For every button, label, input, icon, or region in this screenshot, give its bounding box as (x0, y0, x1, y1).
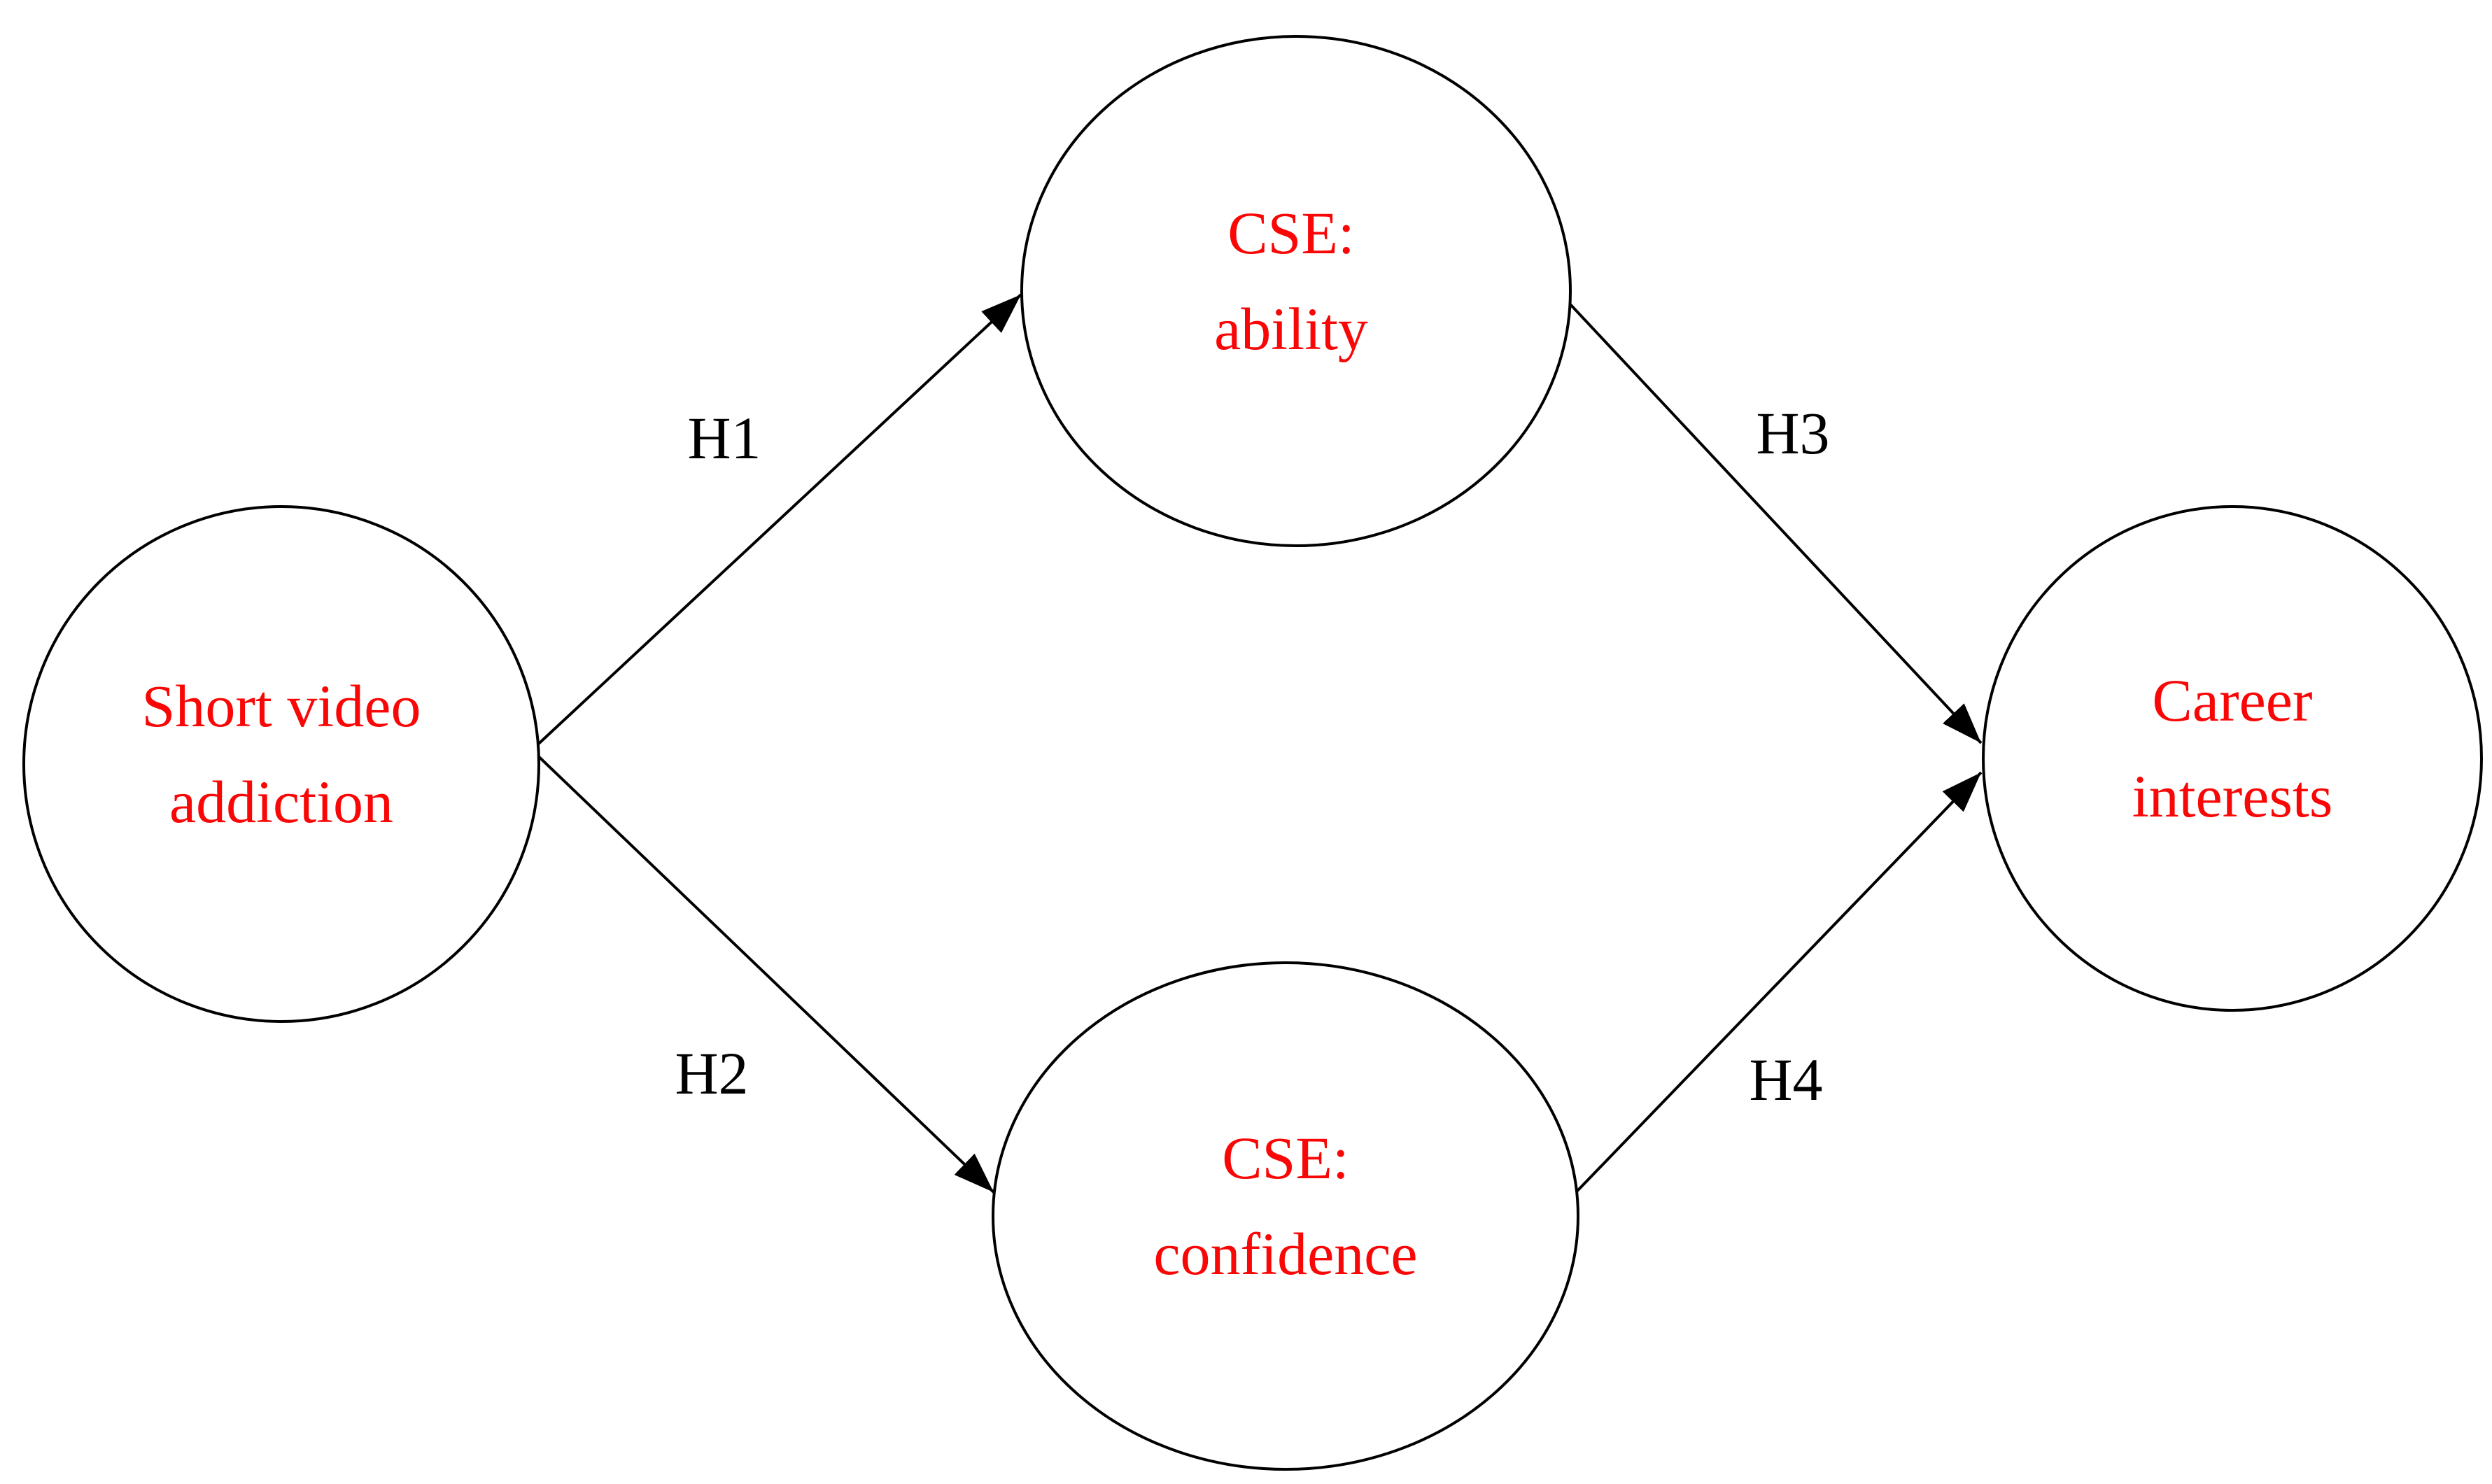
edge-labels: H1 H2 H3 H4 (675, 400, 1829, 1113)
node-short-video-addiction: Short video addiction (22, 505, 540, 1023)
node-cse-ability-label-line2: ability (1214, 295, 1368, 362)
edge-label-h3: H3 (1756, 400, 1829, 467)
node-career-interests-shape (1982, 505, 2483, 1012)
node-cse-confidence-shape (992, 961, 1579, 1471)
edge-label-h4: H4 (1749, 1046, 1822, 1113)
edge-h3-arrow (1568, 302, 1983, 744)
edges (530, 293, 1983, 1194)
node-career-interests-label-line2: interests (2132, 763, 2333, 830)
node-cse-ability: CSE: ability (1020, 35, 1572, 547)
edge-h2-arrow (530, 749, 995, 1194)
edge-label-h1: H1 (687, 404, 761, 472)
edge-label-h2: H2 (675, 1040, 748, 1107)
node-cse-confidence-label-line2: confidence (1153, 1220, 1417, 1287)
node-cse-confidence-label-line1: CSE: (1222, 1124, 1349, 1192)
node-career-interests: Career interests (1982, 505, 2483, 1012)
node-cse-ability-shape (1020, 35, 1572, 547)
node-cse-ability-label-line1: CSE: (1227, 199, 1355, 267)
node-short-video-addiction-shape (22, 505, 540, 1023)
node-cse-confidence: CSE: confidence (992, 961, 1579, 1471)
node-career-interests-label-line1: Career (2152, 667, 2312, 734)
edge-h4-arrow (1576, 771, 1983, 1192)
edge-h1-arrow (530, 293, 1022, 751)
node-short-video-addiction-label-line1: Short video (142, 672, 421, 740)
node-short-video-addiction-label-line2: addiction (169, 768, 393, 835)
